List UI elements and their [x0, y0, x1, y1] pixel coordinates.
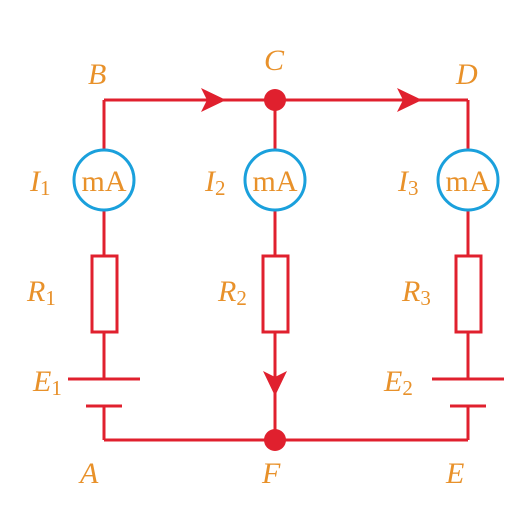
node-label-e: E — [445, 457, 464, 490]
arrow-right-icon — [397, 88, 422, 112]
ammeter-2-label: mA — [253, 165, 298, 198]
node-label-a: A — [78, 457, 99, 490]
resistor-label-r2: R2 — [217, 275, 247, 310]
arrow-down-icon — [263, 371, 287, 396]
source-label-e1: E1 — [32, 365, 62, 400]
junction-c-dot — [264, 89, 286, 111]
resistor-r1 — [90, 254, 119, 334]
node-label-c: C — [264, 44, 285, 77]
resistor-label-r3: R3 — [401, 275, 431, 310]
node-label-f: F — [261, 457, 281, 490]
ammeter-3 — [436, 148, 500, 212]
arrow-right-icon — [201, 88, 226, 112]
current-label-i1: I1 — [29, 165, 51, 200]
ammeter-1 — [72, 148, 136, 212]
source-label-e2: E2 — [383, 365, 413, 400]
resistor-label-r1: R1 — [26, 275, 56, 310]
resistor-r2 — [261, 254, 290, 334]
current-label-i3: I3 — [397, 165, 419, 200]
ammeter-3-label: mA — [446, 165, 491, 198]
resistor-r3 — [454, 254, 483, 334]
node-label-d: D — [455, 58, 478, 91]
current-label-i2: I2 — [204, 165, 226, 200]
junction-f-dot — [264, 429, 286, 451]
ammeter-2 — [243, 148, 307, 212]
ammeter-1-label: mA — [82, 165, 127, 198]
node-label-b: B — [88, 58, 106, 91]
